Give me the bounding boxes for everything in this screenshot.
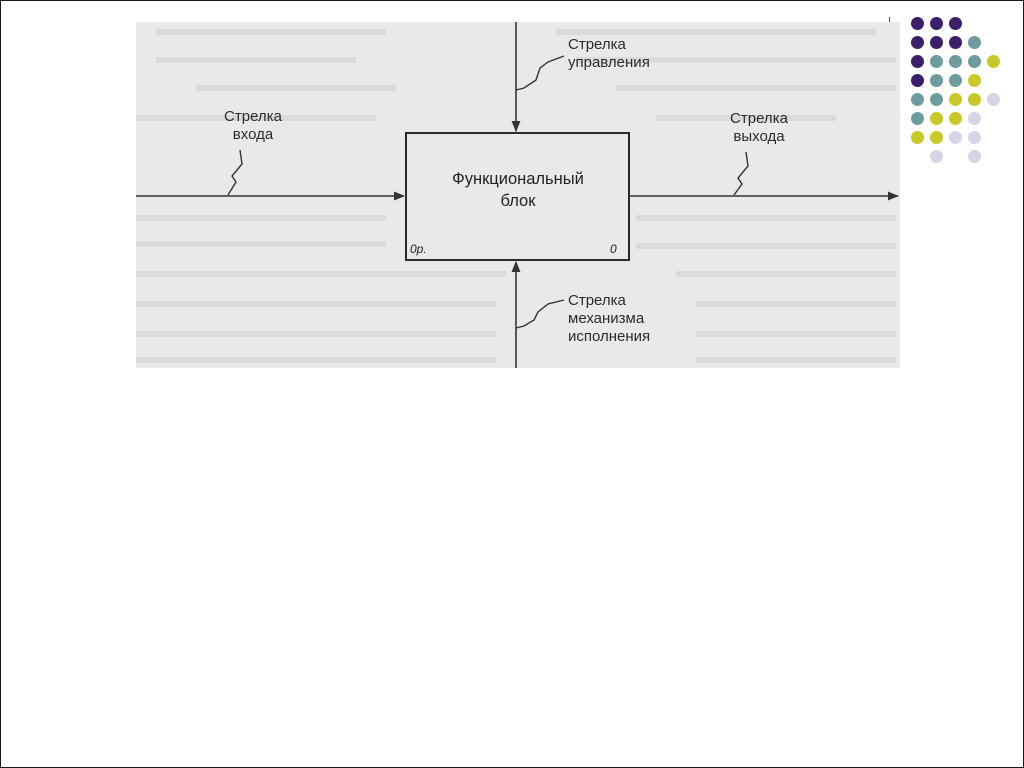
decorative-dot <box>968 112 981 125</box>
mechanism-label-line3: исполнения <box>568 328 651 345</box>
corner-tick <box>889 17 890 25</box>
function-block-title: Функциональный блок <box>408 168 628 212</box>
decorative-dot <box>930 17 943 30</box>
decorative-dot <box>911 36 924 49</box>
control-label-line2: управления <box>568 54 650 71</box>
mechanism-label-line1: Стрелка <box>568 292 626 309</box>
decorative-dot <box>949 131 962 144</box>
decorative-dot <box>930 112 943 125</box>
input-arrow-label: Стрелка входа <box>208 108 298 144</box>
node-code-left: 0р. <box>410 242 427 256</box>
decorative-dot <box>987 93 1000 106</box>
decorative-dot <box>949 112 962 125</box>
decorative-dot <box>930 36 943 49</box>
output-label-leader <box>733 151 749 196</box>
control-label-leader <box>515 55 565 91</box>
mechanism-label-leader <box>515 299 565 329</box>
control-label-line1: Стрелка <box>568 36 626 53</box>
input-label-line1: Стрелка <box>224 108 282 125</box>
decorative-dot <box>968 36 981 49</box>
decorative-dot <box>949 36 962 49</box>
decorative-dot <box>930 131 943 144</box>
decorative-dot <box>911 112 924 125</box>
mechanism-arrow-label: Стрелка механизма исполнения <box>568 292 650 346</box>
decorative-dot-grid <box>908 14 1008 164</box>
decorative-dot <box>930 93 943 106</box>
block-title-line2: блок <box>500 192 536 210</box>
background-scan-lines <box>136 29 896 363</box>
decorative-dot <box>968 150 981 163</box>
decorative-dot <box>930 74 943 87</box>
output-arrow-label: Стрелка выхода <box>714 110 804 146</box>
block-title-line1: Функциональный <box>452 170 584 188</box>
decorative-dot <box>930 55 943 68</box>
decorative-dot <box>930 150 943 163</box>
decorative-dot <box>911 55 924 68</box>
decorative-dot <box>911 131 924 144</box>
decorative-dot <box>987 55 1000 68</box>
control-arrow-label: Стрелка управления <box>568 36 650 72</box>
decorative-dot <box>949 17 962 30</box>
diagram-lines <box>136 22 900 368</box>
node-code-right: 0 <box>610 242 617 256</box>
decorative-dot <box>911 93 924 106</box>
decorative-dot <box>911 17 924 30</box>
decorative-dot <box>949 55 962 68</box>
decorative-dot <box>968 55 981 68</box>
output-label-line2: выхода <box>733 128 785 145</box>
mechanism-label-line2: механизма <box>568 310 645 327</box>
idef0-diagram-image: Стрелка входа Стрелка управления Стрелка… <box>136 22 900 368</box>
output-label-line1: Стрелка <box>730 110 788 127</box>
decorative-dot <box>949 74 962 87</box>
input-label-line2: входа <box>232 126 274 143</box>
decorative-dot <box>968 131 981 144</box>
decorative-dot <box>968 93 981 106</box>
input-label-leader <box>227 149 243 196</box>
decorative-dot <box>911 74 924 87</box>
decorative-dot <box>949 93 962 106</box>
decorative-dot <box>968 74 981 87</box>
